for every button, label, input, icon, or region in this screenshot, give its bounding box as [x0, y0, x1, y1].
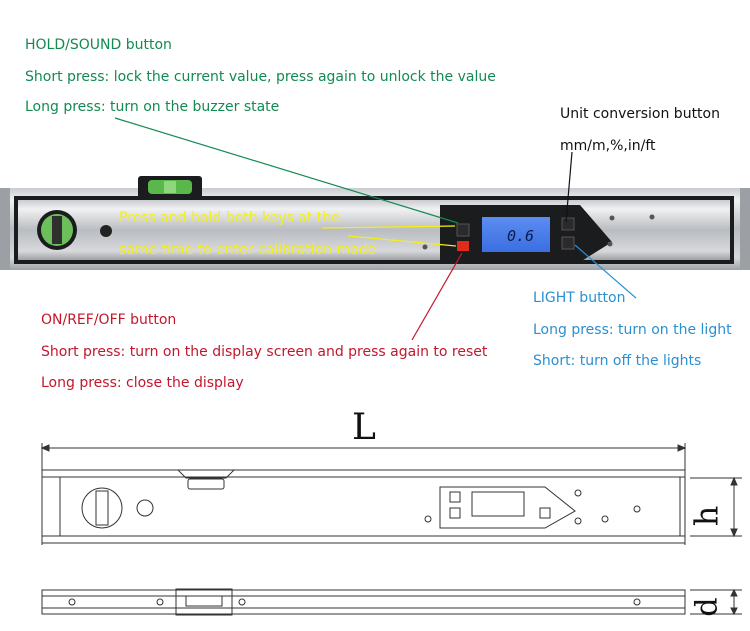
light-key — [561, 236, 575, 250]
hold-sound-short-press: Short press: lock the current value, pre… — [25, 69, 496, 85]
top-view-drawing — [41, 588, 742, 616]
on-ref-off-long-press: Long press: close the display — [41, 375, 244, 391]
hold-sound-title: HOLD/SOUND button — [25, 37, 172, 53]
on-ref-off-title: ON/REF/OFF button — [41, 312, 177, 328]
hold-sound-long-press: Long press: turn on the buzzer state — [25, 99, 280, 115]
light-title: LIGHT button — [533, 290, 626, 306]
unit-key — [561, 217, 575, 231]
on-ref-off-key — [457, 241, 469, 251]
hold-sound-key — [456, 223, 470, 237]
on-ref-off-short-press: Short press: turn on the display screen … — [41, 344, 488, 360]
calibration-line-2: same time to enter calibration mode — [119, 242, 377, 258]
dimension-height-label: h — [687, 505, 726, 527]
calibration-line-1: Press and hold both keys at the — [119, 210, 340, 226]
front-view-drawing — [40, 443, 742, 545]
lcd-screen — [482, 217, 550, 252]
unit-conversion-title: Unit conversion button — [560, 106, 720, 122]
dimension-length-label: L — [352, 407, 376, 448]
light-short-press: Short: turn off the lights — [533, 353, 702, 369]
lcd-reading: 0.6 — [507, 227, 535, 245]
unit-conversion-units: mm/m,%,in/ft — [560, 138, 656, 154]
screw-hole — [100, 225, 112, 237]
dimension-depth-label: d — [689, 597, 725, 617]
light-long-press: Long press: turn on the light — [533, 322, 732, 338]
